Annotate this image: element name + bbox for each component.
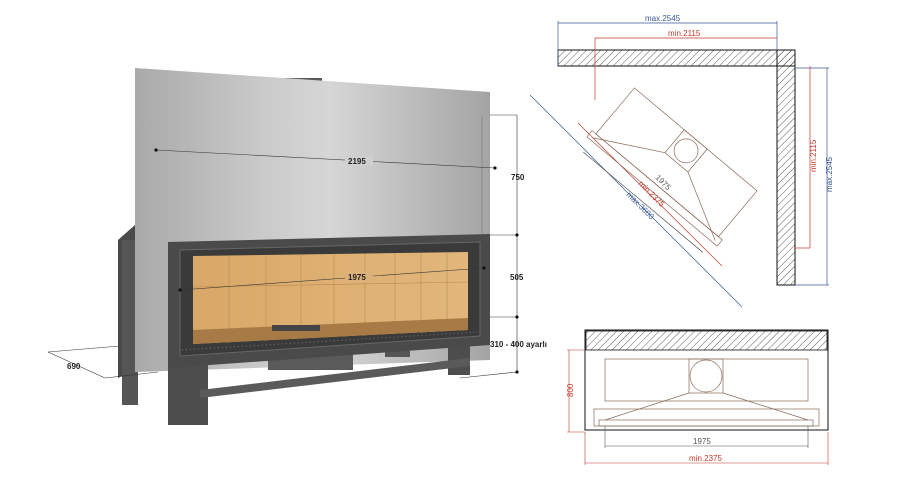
front-plan: 800 1975 min.2375 — [566, 329, 829, 465]
top-min-label: min.2115 — [668, 29, 701, 38]
front-wall-min-label: min.2375 — [689, 454, 722, 463]
top-max-label: max.2545 — [645, 14, 681, 23]
door-height-label: 505 — [510, 273, 524, 282]
fireplace-plan-rotated — [583, 87, 758, 253]
side-max-label: max.2545 — [825, 156, 834, 192]
rear-wall — [585, 330, 828, 351]
left-leg — [122, 240, 138, 405]
alcove-outline — [584, 329, 829, 431]
grate — [272, 325, 320, 331]
base-height-label: 310 - 400 ayarlı — [490, 340, 547, 349]
base-rail — [200, 358, 470, 398]
diag-glass-label: 1975 — [654, 173, 673, 192]
hood-height-label: 750 — [511, 173, 525, 182]
glass-width-label: 1975 — [348, 273, 366, 282]
corner-plan: max.2545 min.2115 min.2115 max.2545 1975… — [529, 14, 834, 308]
fireplace-render: 2195 1975 750 505 310 - 400 ayarlı 690 — [47, 68, 547, 425]
front-glass-label: 1975 — [693, 437, 711, 446]
depth-800-label: 800 — [566, 383, 575, 397]
back-wall — [557, 49, 796, 67]
side-min-label: min.2115 — [809, 139, 818, 172]
side-wall — [776, 49, 796, 286]
depth-label: 690 — [67, 362, 81, 371]
width-2195-label: 2195 — [348, 157, 366, 166]
